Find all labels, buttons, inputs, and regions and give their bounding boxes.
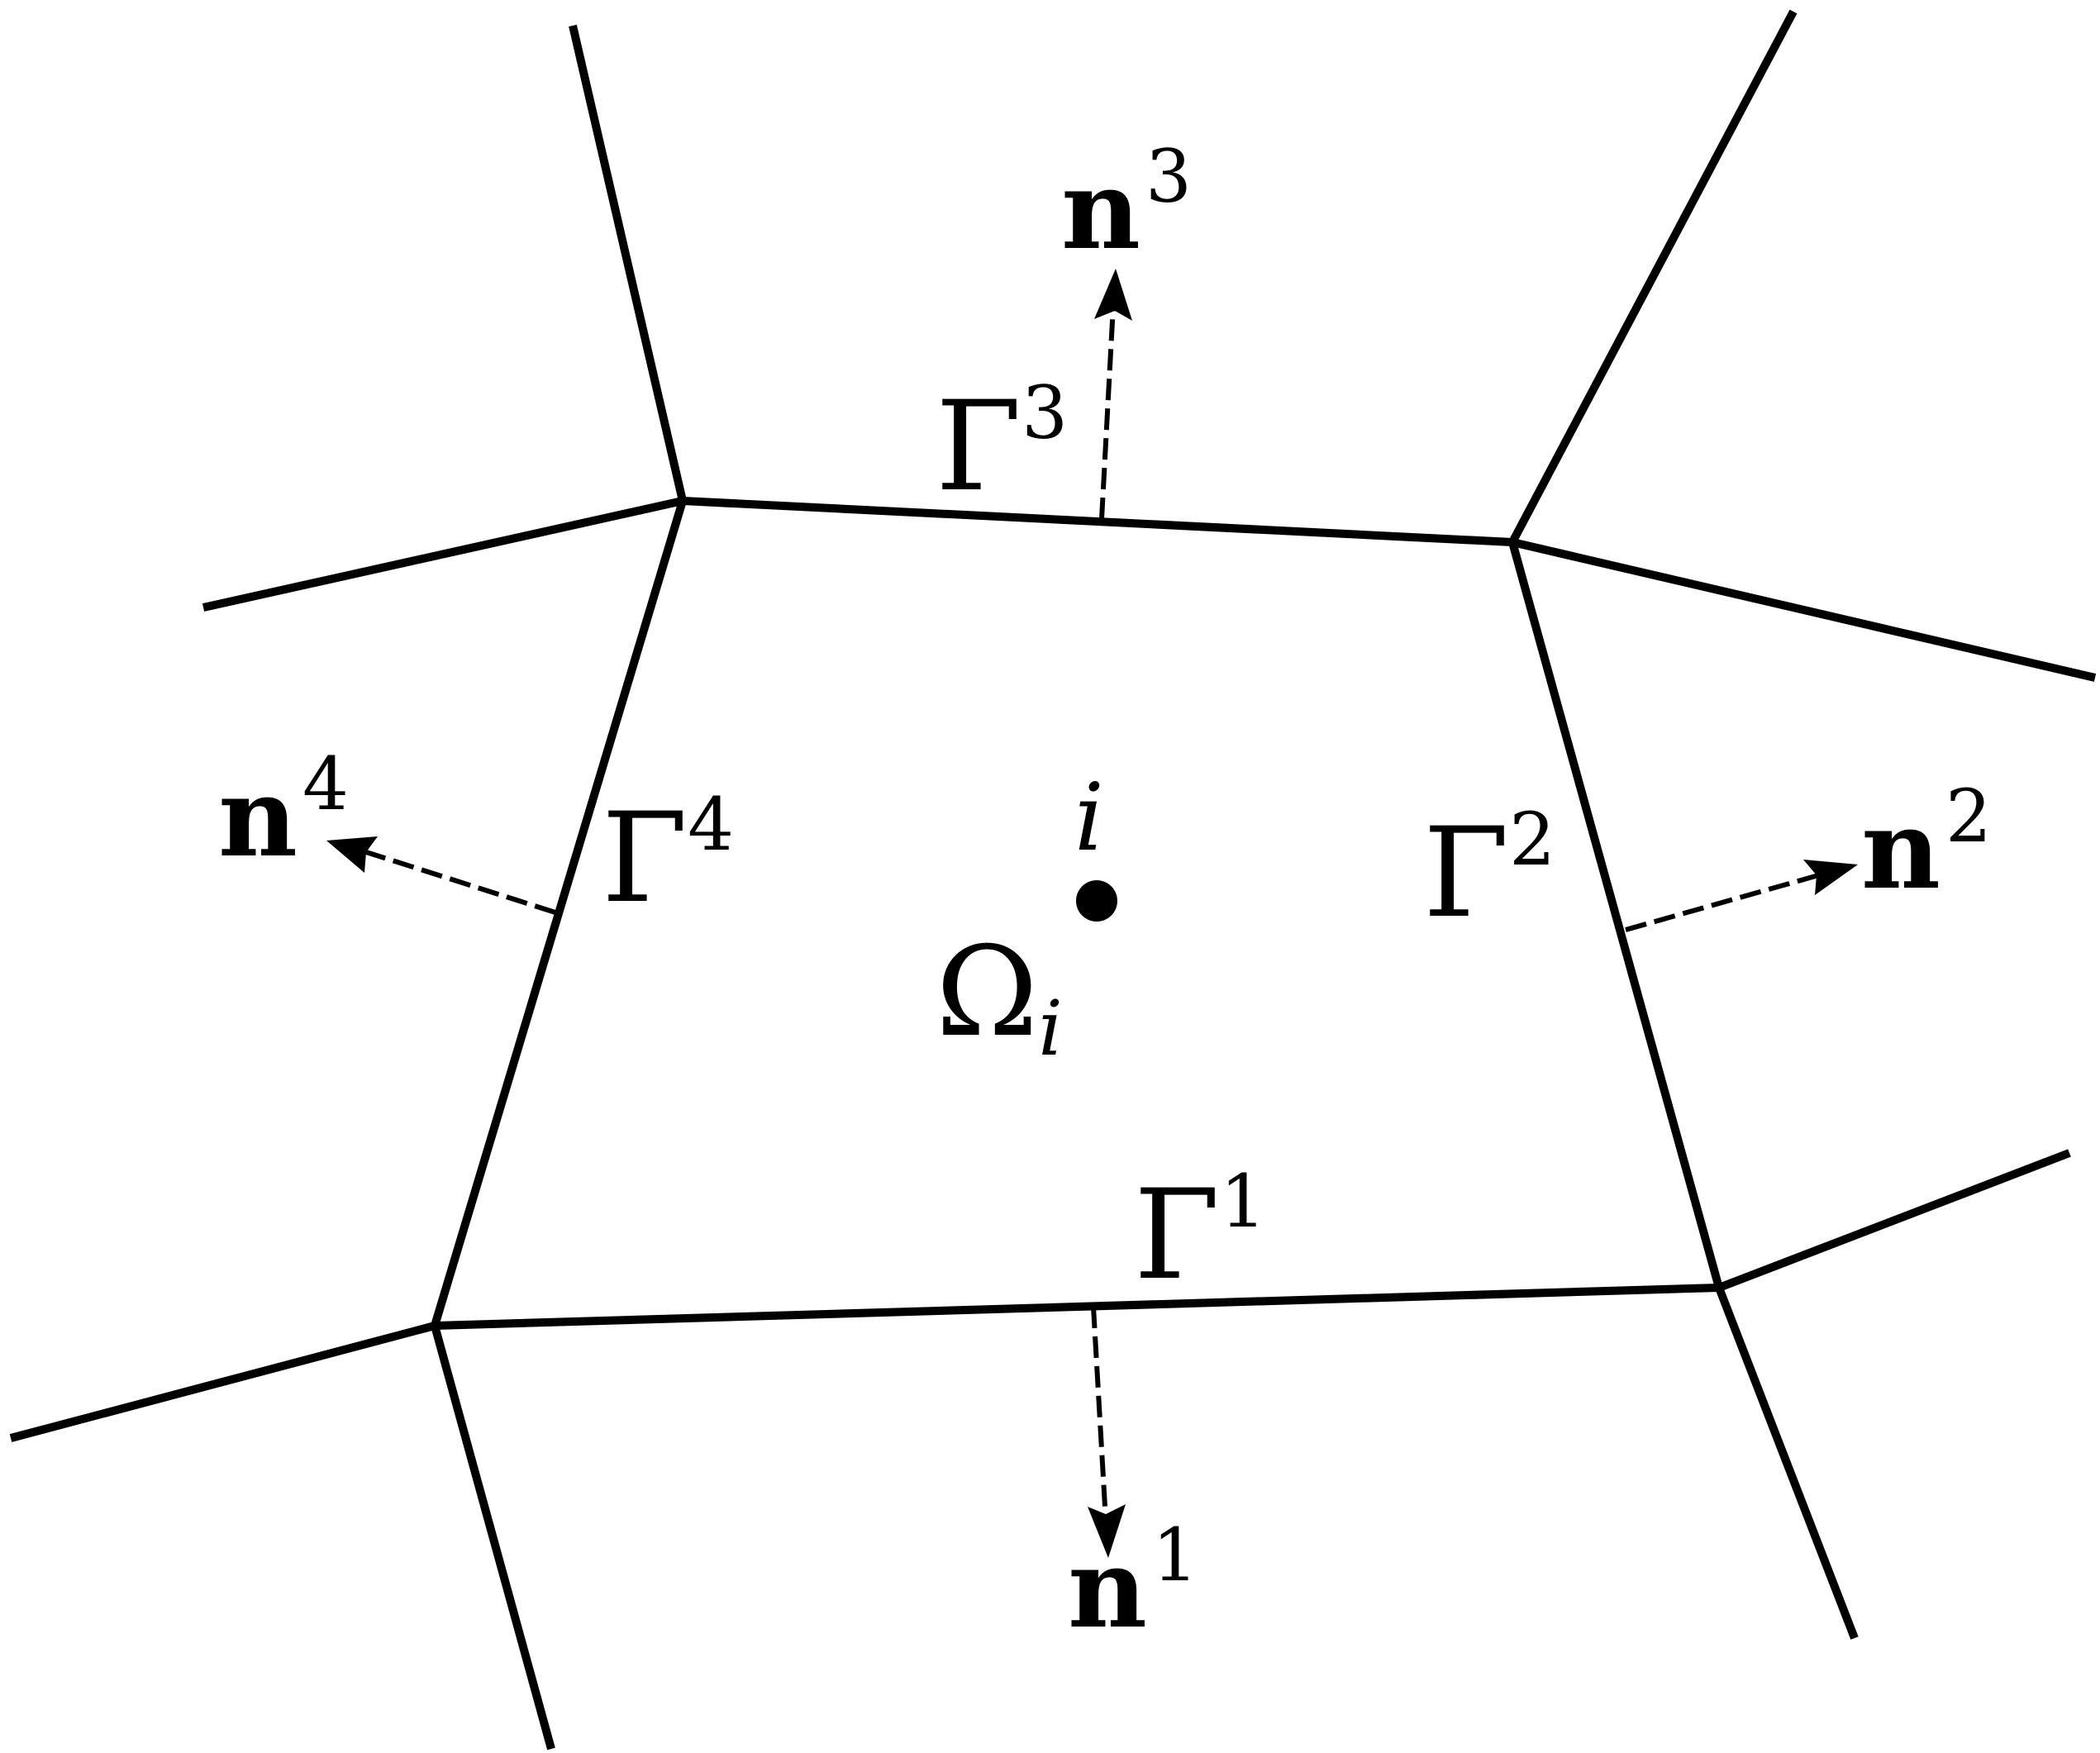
- normal-arrow-n1: [1088, 1306, 1126, 1558]
- normal-1-label: n1: [1068, 1512, 1198, 1653]
- gamma-1-index: 1: [1220, 1159, 1266, 1244]
- normal-2-label: n2: [1861, 774, 1992, 914]
- normal-3-index: 3: [1145, 134, 1192, 219]
- gamma-3-symbol: Γ: [936, 375, 1021, 519]
- gamma-3-index: 3: [1021, 370, 1068, 455]
- normal-arrow-n2: [1625, 860, 1858, 932]
- omega-symbol: Ω: [936, 921, 1038, 1065]
- labels: i Ωi Γ3 Γ2 Γ1 Γ4 n3 n2 n1: [218, 134, 1992, 1653]
- edge-gamma-2-right: [1508, 541, 1723, 1289]
- gamma-2-index: 2: [1509, 797, 1555, 882]
- normal-2-index: 2: [1945, 774, 1992, 859]
- neighbour-edge-bottom-right-down: [1715, 1286, 1859, 1640]
- neighbour-edge-top-right-right: [1511, 538, 2097, 682]
- neighbour-edge-top-right-up: [1508, 9, 1798, 545]
- edge-gamma-3-top: [682, 497, 1513, 546]
- neighbour-edge-bottom-left-down: [431, 1324, 555, 1751]
- gamma-3-label: Γ3: [936, 370, 1068, 519]
- normal-arrow-n4: [326, 836, 556, 915]
- node-label-i: i: [1074, 765, 1104, 872]
- normal-4-index: 4: [302, 741, 349, 826]
- normal-arrows: [326, 269, 1858, 1558]
- neighbour-edge-top-left-up: [569, 24, 687, 503]
- neighbour-edge-bottom-right-right: [1717, 1149, 2071, 1292]
- cell-center-node: [1076, 880, 1117, 922]
- normal-1-index: 1: [1152, 1512, 1198, 1598]
- gamma-2-symbol: Γ: [1423, 802, 1509, 946]
- gamma-1-label: Γ1: [1134, 1159, 1266, 1308]
- gamma-4-index: 4: [688, 782, 734, 867]
- edge-gamma-4-left: [431, 499, 687, 1327]
- neighbour-edges: [9, 9, 2097, 1751]
- edge-gamma-1-bottom: [434, 1284, 1720, 1330]
- normal-2-symbol: n: [1861, 786, 1940, 914]
- normal-arrow-n3: [1094, 269, 1132, 520]
- cell-boundary: [431, 497, 1723, 1330]
- normal-4-label: n4: [218, 741, 349, 882]
- gamma-1-symbol: Γ: [1134, 1164, 1220, 1308]
- normal-3-label: n3: [1061, 134, 1192, 274]
- cell-label: Ωi: [936, 921, 1063, 1073]
- normal-3-symbol: n: [1061, 146, 1140, 274]
- gamma-4-label: Γ4: [602, 782, 734, 931]
- neighbour-edge-top-left-left: [202, 497, 684, 612]
- normal-1-symbol: n: [1068, 1525, 1147, 1653]
- omega-subscript: i: [1038, 984, 1062, 1073]
- neighbour-edge-bottom-left-left: [9, 1322, 436, 1442]
- gamma-4-symbol: Γ: [602, 787, 688, 931]
- gamma-2-label: Γ2: [1423, 797, 1555, 946]
- normal-4-symbol: n: [218, 754, 298, 882]
